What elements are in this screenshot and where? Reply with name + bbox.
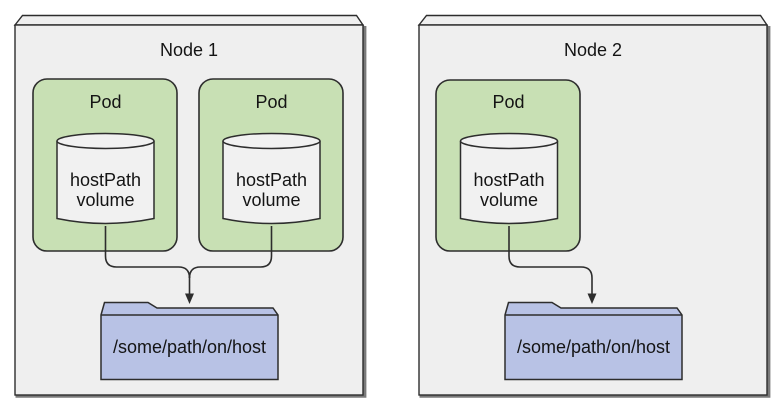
node-1-pod-b: Pod hostPath volume	[198, 78, 344, 252]
volume-label-line1: hostPath	[70, 170, 141, 190]
cylinder-body	[56, 141, 155, 225]
node-2: Node 2 Pod hostPath volume	[417, 14, 771, 398]
node-1-host-folder: /some/path/on/host	[100, 301, 279, 381]
cylinder-top	[459, 132, 559, 150]
cylinder-body	[459, 141, 559, 225]
node-2-host-folder: /some/path/on/host	[504, 301, 683, 381]
volume-label-line1: hostPath	[236, 170, 307, 190]
node-2-shadow	[419, 26, 771, 398]
node-1: Node 1 Pod hostPath volume Pod	[13, 14, 367, 398]
node-1-top-face	[13, 14, 365, 26]
node-1-title: Node 1	[160, 40, 218, 60]
node-1-connectors	[104, 226, 273, 304]
node-2-connectors	[508, 226, 597, 304]
volume-label-line2: volume	[480, 190, 538, 210]
node-1-pod-a: Pod hostPath volume	[32, 78, 178, 252]
arrowhead-icon	[587, 293, 597, 304]
folder-icon	[100, 301, 279, 381]
volume-label-line1: hostPath	[473, 170, 544, 190]
hostpath-volume-cylinder: hostPath volume	[56, 132, 155, 225]
node-1-shadow	[15, 26, 367, 398]
connector-left	[104, 226, 191, 279]
hostpath-volume-cylinder: hostPath volume	[222, 132, 321, 225]
hostpath-volume-cylinder: hostPath volume	[459, 132, 559, 225]
node-2-pod: Pod hostPath volume	[435, 79, 581, 252]
node-2-title: Node 2	[564, 40, 622, 60]
folder-label: /some/path/on/host	[517, 337, 670, 357]
volume-label-line2: volume	[76, 190, 134, 210]
pod-label: Pod	[89, 92, 121, 112]
folder-label: /some/path/on/host	[113, 337, 266, 357]
cylinder-top	[222, 132, 321, 150]
folder-icon	[504, 301, 683, 381]
connector-right	[188, 226, 273, 279]
volume-label-line2: volume	[242, 190, 300, 210]
node-2-top-face	[417, 14, 769, 26]
cylinder-top	[56, 132, 155, 150]
pod-label: Pod	[492, 92, 524, 112]
cylinder-body	[222, 141, 321, 225]
connector	[508, 226, 593, 296]
arrowhead-icon	[185, 293, 194, 304]
pod-label: Pod	[255, 92, 287, 112]
